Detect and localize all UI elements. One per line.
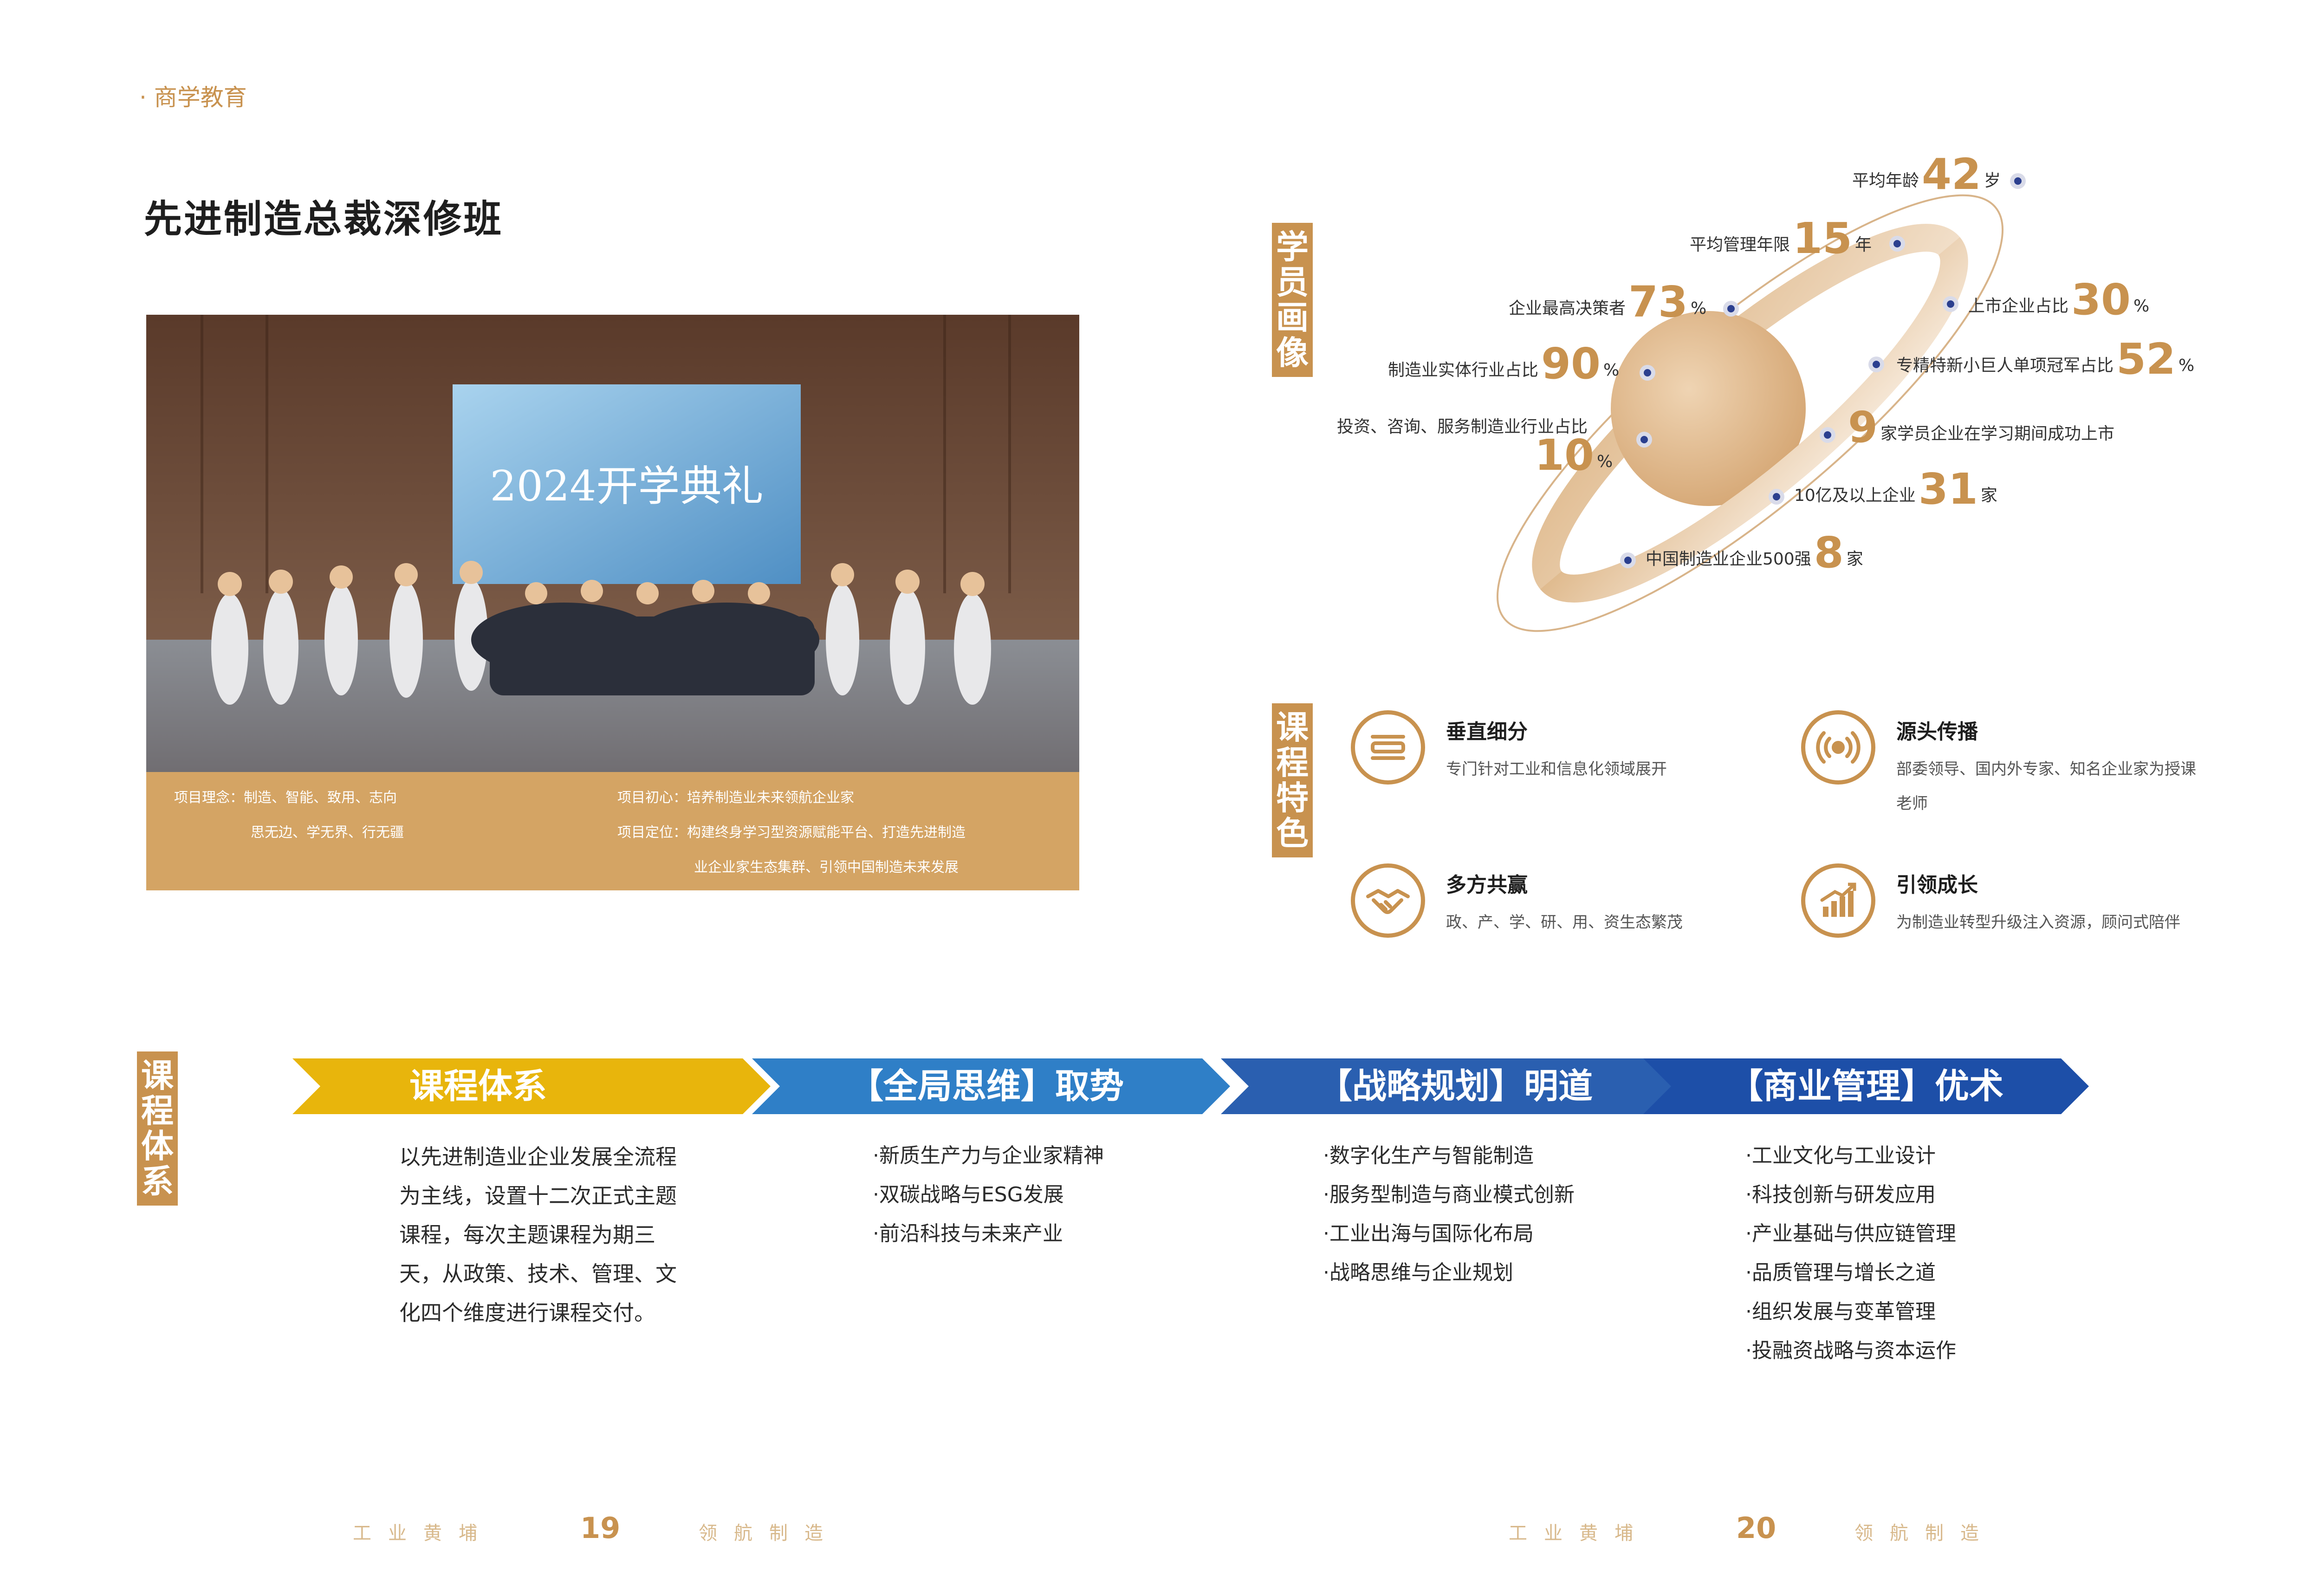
feature-desc: 政、产、学、研、用、资生态繁茂: [1446, 913, 1683, 932]
stat-manufacturing-ratio: 制造业实体行业占比90%: [1388, 339, 1620, 389]
list-item: ·品质管理与增长之道: [1745, 1261, 1936, 1285]
stat-service-ratio-label: 投资、咨询、服务制造业行业占比: [1337, 417, 1588, 436]
page-number: 19: [580, 1511, 621, 1545]
caption-label: 项目定位：: [617, 824, 687, 841]
list-item: ·前沿科技与未来产业: [873, 1222, 1063, 1246]
stat-dot: [1943, 296, 1958, 312]
arrow-shape: [1643, 1058, 2089, 1114]
broadcast-icon: [1801, 710, 1875, 785]
list-item: ·服务型制造与商业模式创新: [1323, 1183, 1575, 1207]
stat-dot: [1820, 427, 1835, 443]
stat-dot: [1636, 432, 1652, 448]
arrow-label: 课程体系: [409, 1066, 547, 1106]
stat-dot: [1723, 301, 1739, 317]
saturn-graphic: [1497, 194, 2003, 632]
section-label: · 商学教育: [139, 84, 247, 111]
caption-text: 培养制造业未来领航企业家: [687, 790, 854, 806]
feature-title: 源头传播: [1896, 720, 1978, 744]
system-label: 课程体系: [137, 1051, 178, 1206]
feature-desc: 专门针对工业和信息化领域展开: [1446, 760, 1667, 779]
caption-text: 制造、智能、致用、志向: [244, 790, 397, 806]
screen-title: 2024开学典礼: [490, 462, 763, 511]
list-item: ·数字化生产与智能制造: [1323, 1144, 1534, 1168]
arrow-label: 【战略规划】明道: [1318, 1066, 1593, 1106]
footer-slogan: 领航制造: [1854, 1523, 1996, 1544]
footer-slogan: 工业黄埔: [1509, 1523, 1650, 1544]
page-number: 20: [1736, 1511, 1776, 1545]
portrait-label: 学员画像: [1272, 223, 1313, 377]
footer-slogan: 领航制造: [699, 1523, 840, 1544]
list-item: ·战略思维与企业规划: [1323, 1261, 1513, 1285]
list-item: ·投融资战略与资本运作: [1745, 1339, 1956, 1362]
system-intro: 以先进制造业企业发展全流程为主线，设置十二次正式主题课程，每次主题课程为期三天，…: [399, 1144, 677, 1325]
feature-title: 垂直细分: [1446, 720, 1528, 744]
stat-dot: [1868, 357, 1884, 372]
group-photo: 2024开学典礼: [146, 315, 1079, 779]
layers-icon: [1351, 710, 1425, 785]
arrow-shape: [752, 1058, 1230, 1114]
list-item: ·产业基础与供应链管理: [1745, 1222, 1956, 1246]
features-label: 课程特色: [1272, 703, 1313, 857]
stat-dot: [2010, 173, 2026, 189]
stat-dot: [1769, 489, 1784, 505]
handshake-icon: [1351, 863, 1425, 938]
caption-text: 构建终身学习型资源赋能平台、打造先进制造: [687, 824, 966, 841]
feature-title: 引领成长: [1896, 873, 1978, 897]
stat-dot: [1620, 552, 1636, 568]
list-item: ·新质生产力与企业家精神: [873, 1144, 1104, 1168]
caption-text: 思无边、学无界、行无疆: [251, 824, 404, 841]
module-list-strategy: ·数字化生产与智能制造 ·服务型制造与商业模式创新 ·工业出海与国际化布局 ·战…: [1323, 1136, 1575, 1292]
caption-label: 项目初心：: [617, 790, 687, 806]
stat-dot: [1889, 236, 1905, 252]
list-item: ·科技创新与研发应用: [1745, 1183, 1936, 1207]
module-list-global: ·新质生产力与企业家精神 ·双碳战略与ESG发展 ·前沿科技与未来产业: [873, 1136, 1104, 1253]
growth-chart-icon: [1801, 863, 1875, 938]
stat-listed-ratio: 上市企业占比30%: [1968, 275, 2150, 324]
list-item: ·工业出海与国际化布局: [1323, 1222, 1534, 1246]
list-item: ·组织发展与变革管理: [1745, 1300, 1936, 1324]
module-list-business: ·工业文化与工业设计 ·科技创新与研发应用 ·产业基础与供应链管理 ·品质管理与…: [1745, 1136, 1956, 1370]
feature-title: 多方共赢: [1446, 873, 1528, 897]
list-item: ·双碳战略与ESG发展: [873, 1183, 1064, 1207]
feature-desc: 部委领导、国内外专家、知名企业家为授课老师: [1896, 760, 2196, 813]
photo-caption: 项目理念：制造、智能、致用、志向 思无边、学无界、行无疆 项目初心：培养制造业未…: [146, 772, 1079, 890]
arrow-label: 【商业管理】优术: [1729, 1066, 2003, 1106]
page-title: 先进制造总裁深修班: [144, 197, 504, 241]
arrow-shape: [1221, 1058, 1699, 1114]
list-item: ·工业文化与工业设计: [1745, 1144, 1936, 1168]
feature-desc: 为制造业转型升级注入资源，顾问式陪伴: [1896, 913, 2180, 932]
stat-champion-ratio: 专精特新小巨人单项冠军占比52%: [1896, 334, 2195, 384]
stat-service-ratio: 10%: [1535, 430, 1613, 480]
arrow-shape: [292, 1058, 771, 1114]
footer-slogan: 工业黄埔: [353, 1523, 494, 1544]
caption-label: 项目理念：: [174, 790, 244, 806]
stat-decision-makers: 企业最高决策者73%: [1509, 277, 1707, 327]
stat-dot: [1640, 365, 1655, 381]
arrow-label: 【全局思维】取势: [849, 1066, 1124, 1106]
caption-text: 业企业家生态集群、引领中国制造未来发展: [694, 859, 959, 876]
